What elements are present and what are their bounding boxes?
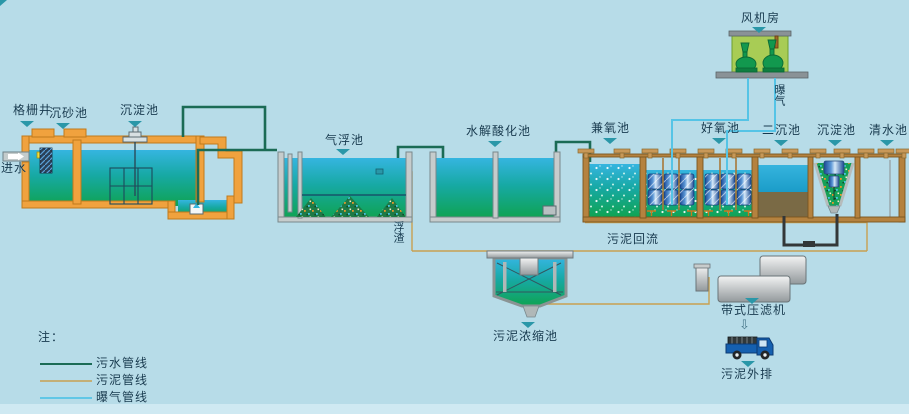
secondary-sed-sludge [758, 192, 808, 217]
label-scum: 浮渣 [392, 221, 405, 243]
transfer-pump [542, 205, 557, 216]
legend-aeration-label: 曝气管线 [96, 390, 149, 404]
media-supports [662, 158, 737, 210]
label-clear-water: 清水池 [869, 123, 909, 137]
sedimentation-funnel [813, 160, 855, 214]
rim-flanges [577, 148, 909, 159]
legend-sludge-label: 污泥管线 [96, 373, 149, 387]
scum-skimmer [375, 168, 384, 175]
label-primary-sed: 沉淀池 [120, 103, 160, 117]
down-arrow-icons [0, 0, 894, 367]
legend-sewage-label: 污水管线 [96, 356, 149, 370]
label-belt-press: 带式压滤机 [721, 303, 787, 317]
mixer [109, 126, 153, 205]
label-hydrolysis: 水解酸化池 [466, 124, 532, 138]
label-sludge-return: 污泥回流 [607, 232, 660, 246]
bar-screen [39, 147, 53, 174]
legend-note: 注： [38, 330, 65, 344]
down-arrow-outline-icon: ⇩ [739, 318, 750, 333]
label-sedimentation: 沉淀池 [817, 123, 857, 137]
truck-icon [725, 336, 774, 360]
blower-icon [762, 35, 785, 73]
hydrolysis-tank [429, 151, 561, 223]
label-air-flotation: 气浮池 [325, 133, 365, 147]
pretreatment-tank [2, 126, 243, 220]
sludge-heaps [296, 196, 406, 217]
sump-pump [189, 203, 204, 215]
air-flotation-tank [277, 151, 413, 223]
aeration-pipelines [671, 78, 776, 205]
label-aerobic: 好氧池 [701, 121, 741, 135]
label-sludge-disposal: 污泥外排 [721, 367, 774, 381]
label-aeration: 曝气 [773, 84, 786, 106]
label-grid-well: 格栅井 [13, 103, 53, 117]
sludge-thickener [486, 250, 574, 318]
label-secondary-sed: 二沉池 [762, 123, 802, 137]
label-grit-chamber: 沉砂池 [49, 106, 89, 120]
label-inlet: 进水 [1, 161, 28, 175]
bottom-strip [0, 404, 909, 414]
label-facultative: 兼氧池 [591, 121, 631, 135]
aerators [647, 210, 753, 216]
sludge-collection-pipe [782, 214, 839, 247]
label-fan-room: 风机房 [741, 11, 781, 25]
bio-tank-walls [582, 153, 906, 223]
legend-swatches [40, 363, 92, 399]
label-sludge-thickener: 污泥浓缩池 [493, 329, 559, 343]
secondary-sed-water [758, 165, 808, 192]
blower-icon [735, 42, 758, 73]
fan-room [715, 30, 809, 79]
